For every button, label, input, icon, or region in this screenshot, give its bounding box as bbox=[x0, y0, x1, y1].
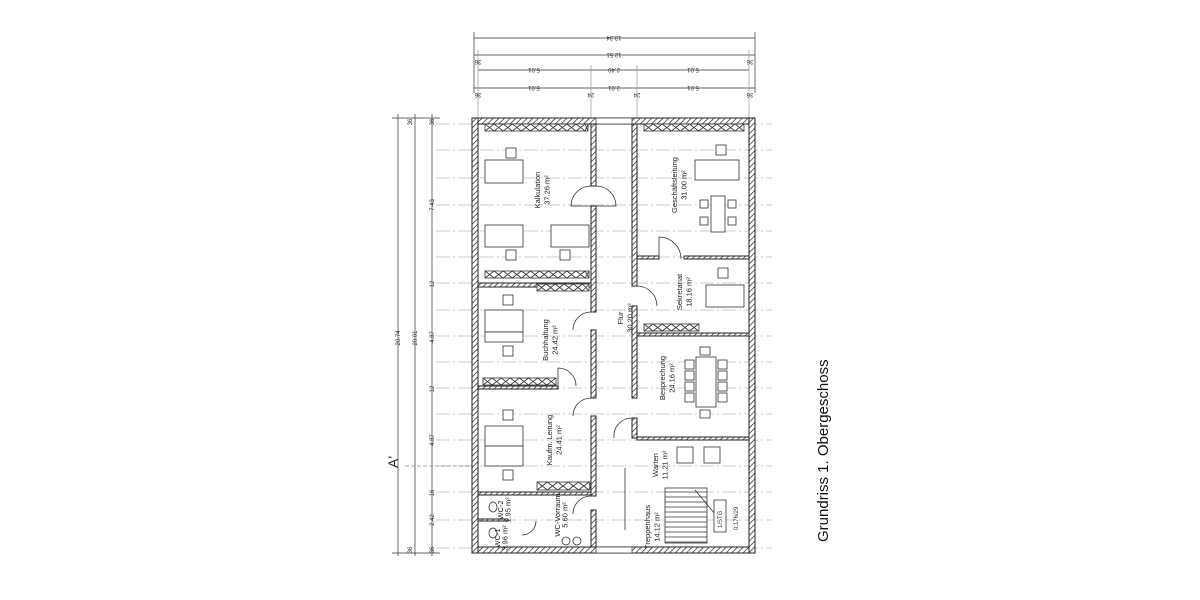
dim-label: 16 bbox=[430, 489, 436, 496]
dim-left-total: 20.74 bbox=[396, 330, 402, 346]
room-name: Kalkulation bbox=[533, 172, 542, 209]
room-area: 24.16 m² bbox=[668, 363, 677, 393]
doors bbox=[521, 185, 682, 536]
dim-label: 36 bbox=[408, 118, 414, 125]
stair-label: 1/STG bbox=[718, 510, 724, 528]
cabinet bbox=[643, 123, 745, 132]
dim-label: 5.01 bbox=[687, 84, 699, 90]
room-area: 30.20 m² bbox=[626, 303, 635, 333]
room-name: Geschäftsleitung bbox=[670, 157, 679, 213]
room-name: WC-2 bbox=[496, 500, 505, 519]
furniture bbox=[484, 144, 745, 546]
room-label: WC-21.95 m² bbox=[496, 497, 513, 523]
dim-label: 2.42 bbox=[430, 514, 436, 526]
top-dimension-labels: 13.34 12.51 36 36 5.01 2.49 5.01 36 5.01… bbox=[474, 34, 753, 97]
room-name: Kaufm. Leitung bbox=[545, 415, 554, 465]
cabinet bbox=[482, 377, 557, 386]
dim-label: 24 bbox=[633, 91, 640, 97]
top-dimensions bbox=[473, 32, 756, 118]
room-name: Warten bbox=[651, 453, 660, 477]
stair-ratio: 0.176/29 bbox=[734, 506, 740, 530]
dim-label: 4.87 bbox=[430, 331, 436, 343]
left-dimensions bbox=[392, 114, 440, 556]
cabinets bbox=[482, 123, 745, 491]
cabinet bbox=[484, 123, 589, 132]
room-area: 24.42 m² bbox=[551, 325, 560, 355]
room-name: Buchhaltung bbox=[541, 319, 550, 361]
dim-label: 5.01 bbox=[528, 84, 540, 90]
dim-label: 4.87 bbox=[430, 434, 436, 446]
dim-label: 5.01 bbox=[528, 66, 540, 72]
dim-left-inner: 20.01 bbox=[413, 330, 419, 346]
room-area: 1.95 m² bbox=[504, 497, 513, 523]
room-name: Sekretariat bbox=[675, 273, 684, 310]
dim-label: 36 bbox=[474, 58, 481, 64]
window bbox=[595, 546, 633, 554]
dim-label: 12 bbox=[430, 280, 436, 287]
room-label: WC-13.96 m² bbox=[493, 525, 510, 551]
room-area: 31.00 m² bbox=[680, 170, 689, 200]
dim-label: 24 bbox=[587, 91, 594, 97]
dim-label: 36 bbox=[474, 91, 481, 97]
room-name: Treppenhaus bbox=[643, 505, 652, 549]
dim-label: 36 bbox=[430, 118, 436, 125]
room-area: 3.96 m² bbox=[501, 525, 510, 551]
dim-label: 12 bbox=[430, 385, 436, 392]
dim-top-inner: 12.51 bbox=[606, 51, 622, 57]
room-area: 11.21 m² bbox=[661, 450, 670, 480]
left-dimension-labels: 20.74 20.01 36 36 36 7.43 12 4.87 12 4.8… bbox=[385, 118, 472, 553]
cabinet bbox=[536, 283, 590, 292]
section-marker: A' bbox=[385, 456, 401, 468]
room-area: 5.60 m² bbox=[561, 502, 570, 528]
room-name: WC-Vorraum bbox=[553, 493, 562, 536]
room-name: Besprechung bbox=[658, 356, 667, 400]
room-area: 18.16 m² bbox=[685, 277, 694, 307]
exterior-walls bbox=[471, 117, 756, 554]
cabinet bbox=[643, 323, 700, 332]
window bbox=[595, 117, 633, 125]
dim-label: 36 bbox=[430, 546, 436, 553]
dim-label: 5.01 bbox=[687, 66, 699, 72]
room-area: 37.26 m² bbox=[543, 175, 552, 205]
room-area: 14.12 m² bbox=[653, 512, 662, 542]
cabinet bbox=[484, 270, 590, 279]
room-area: 24.41 m² bbox=[555, 425, 564, 455]
cabinet bbox=[536, 481, 592, 491]
dim-label: 2.49 bbox=[608, 66, 620, 72]
room-name: WC-1 bbox=[493, 528, 502, 547]
dim-label: 36 bbox=[746, 91, 753, 97]
dim-label: 36 bbox=[408, 546, 414, 553]
room-name: Flur bbox=[616, 311, 625, 324]
dim-label: 36 bbox=[746, 58, 753, 64]
interior-walls bbox=[477, 123, 750, 548]
dim-top-total: 13.34 bbox=[606, 34, 622, 40]
dim-label: 7.43 bbox=[430, 199, 436, 211]
drawing-title: Grundriss 1. Obergeschoss bbox=[815, 359, 832, 542]
staircase[interactable] bbox=[664, 487, 727, 544]
dim-label: 2.01 bbox=[608, 84, 620, 90]
